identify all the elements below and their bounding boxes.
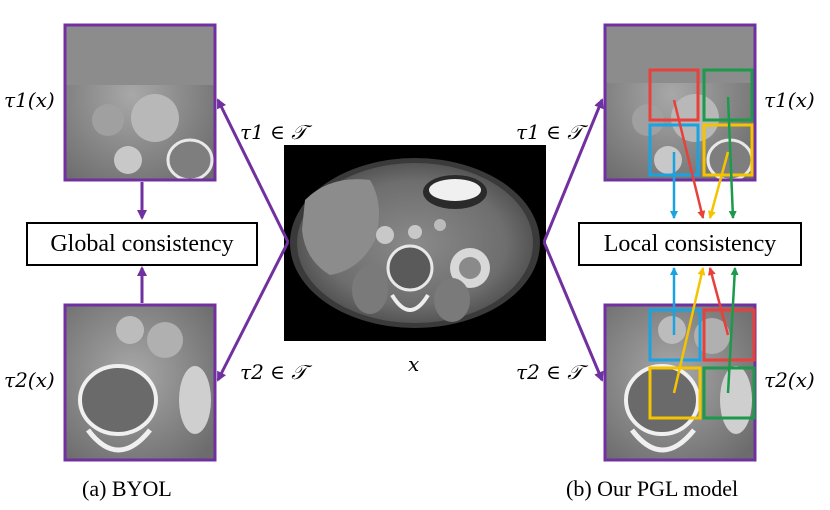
local-consistency-box: Local consistency [578, 222, 802, 266]
arrow-center-to-left-bottom [216, 241, 290, 382]
label-tau1-x-left: τ1(x) [4, 88, 55, 112]
caption-byol: (a) BYOL [82, 476, 172, 501]
label-tau1-in-T-left: τ1 ∈ 𝒯 [240, 120, 307, 144]
augmentation-arrows [137, 98, 604, 382]
global-consistency-box: Global consistency [26, 222, 258, 266]
left-top-crop-image [63, 23, 217, 182]
caption-pgl: (b) Our PGL model [566, 476, 739, 501]
arrow-center-to-left-top [216, 98, 290, 243]
arrow-center-to-right-bottom [542, 241, 604, 382]
label-tau1-x-right: τ1(x) [764, 88, 815, 112]
label-x: x [408, 352, 420, 376]
label-tau1-in-T-right: τ1 ∈ 𝒯 [516, 120, 583, 144]
label-tau2-in-T-left: τ2 ∈ 𝒯 [240, 360, 307, 384]
label-tau2-x-left: τ2(x) [4, 368, 55, 392]
patch-yellow-bottom [648, 366, 702, 420]
arrow-center-to-right-top [542, 98, 604, 243]
right-bottom-crop-image [603, 303, 757, 462]
center-ct-image [284, 145, 546, 341]
patch-red-top [648, 68, 700, 122]
label-tau2-in-T-right: τ2 ∈ 𝒯 [516, 360, 583, 384]
label-tau2-x-right: τ2(x) [764, 368, 815, 392]
left-bottom-crop-image [63, 303, 217, 462]
right-top-crop-image [603, 23, 757, 182]
local-arrows [670, 96, 739, 394]
